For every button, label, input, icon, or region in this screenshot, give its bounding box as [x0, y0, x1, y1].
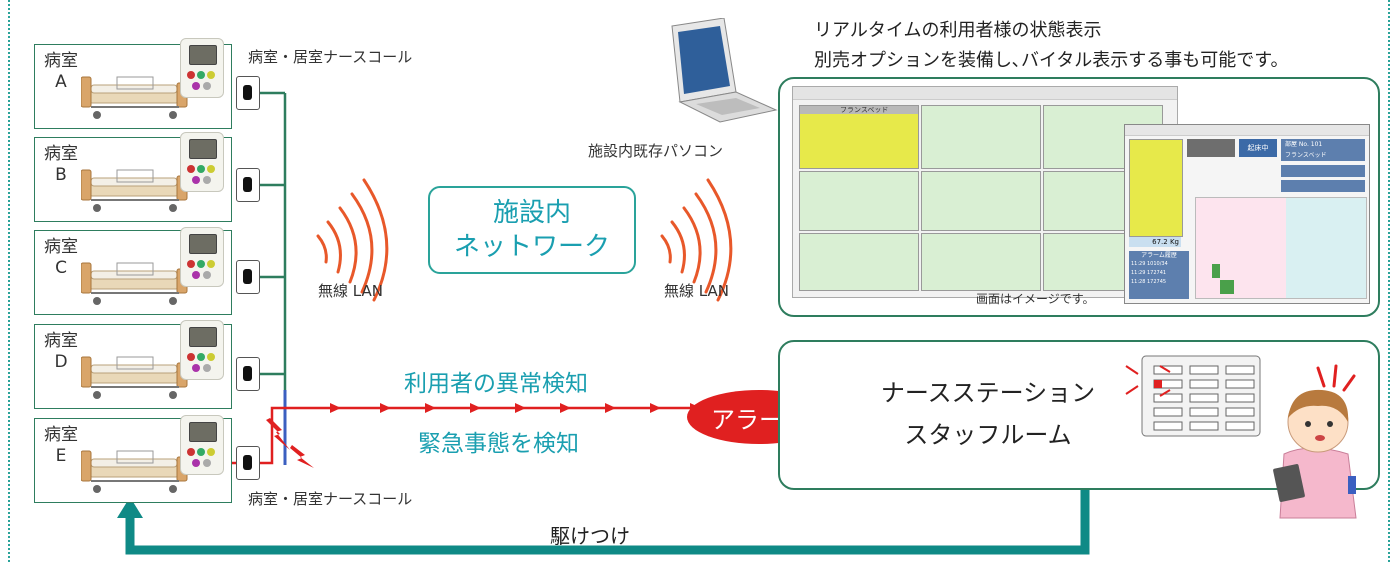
- room-label: 病室: [44, 237, 78, 257]
- monitor-window: フランスベッド: [792, 86, 1178, 298]
- rush-label: 駆けつけ: [550, 524, 630, 548]
- rush-arrow: [125, 490, 1090, 555]
- room-id: D: [54, 352, 68, 372]
- nurse-call-jack-icon: [236, 260, 260, 294]
- left-border: [8, 0, 10, 562]
- nurse-call-jack-icon: [236, 168, 260, 202]
- laptop-icon: [671, 18, 778, 123]
- room-label: 病室: [44, 51, 78, 71]
- detail-window: 67.2 Kg アラーム履歴 11:29 1010/34 11:29 17274…: [1124, 124, 1370, 304]
- alarm-time-3: 11:28 172745: [1131, 279, 1167, 285]
- room-label: 病室: [44, 144, 78, 164]
- nurse-call-label-top: 病室・居室ナースコール: [248, 48, 413, 66]
- weight-value: 67.2 Kg: [1129, 237, 1181, 247]
- bed-icon: [81, 169, 188, 212]
- network-line2: ネットワーク: [453, 232, 610, 262]
- bed-sensor-unit-icon: [180, 320, 226, 382]
- nurse-call-label-bottom: 病室・居室ナースコール: [248, 490, 413, 508]
- station-line1: ナースステーション: [880, 379, 1096, 407]
- bed-icon: [81, 76, 188, 119]
- brand-label: フランスベッド: [1285, 152, 1327, 159]
- detect-line1: 利用者の異常検知: [404, 371, 588, 397]
- pc-label: 施設内既存パソコン: [588, 142, 724, 160]
- detect-line2: 緊急事態を検知: [418, 431, 579, 457]
- window-title: フランスベッド: [800, 106, 918, 114]
- network-line1: 施設内: [492, 198, 571, 228]
- room-label: 病室: [44, 425, 78, 445]
- room-no-value: 101: [1310, 141, 1323, 148]
- nurse-call-jack-icon: [236, 76, 260, 110]
- bed-tile-alert: フランスベッド: [799, 105, 919, 169]
- nurse-icon: [1273, 364, 1357, 519]
- alarm-time-2: 11:29 172741: [1131, 270, 1167, 276]
- rush-arrowhead: [117, 497, 143, 518]
- nurse-station-panel: [778, 340, 1380, 490]
- room-id: A: [55, 72, 67, 92]
- alarm-history-title: アラーム履歴: [1141, 252, 1177, 259]
- wifi-left-icon: [316, 178, 389, 302]
- spark-icon: [266, 418, 290, 450]
- station-line2: スタッフルーム: [904, 421, 1072, 449]
- room-id: C: [55, 258, 67, 278]
- wireless-lan-label-right: 無線 LAN: [664, 282, 729, 300]
- room-no-label: 部屋 No.: [1285, 141, 1309, 148]
- bed-sensor-unit-icon: [180, 227, 226, 289]
- bed-sensor-unit-icon: [180, 38, 226, 100]
- headline-line2: 別売オプションを装備し､バイタル表示する事も可能です。: [814, 50, 1289, 71]
- call-display-panel-icon: [1125, 355, 1261, 437]
- screen-caption: 画面はイメージです。: [976, 292, 1095, 306]
- alert-line: [262, 406, 700, 465]
- bed-sensor-unit-icon: [180, 415, 226, 477]
- chart-grid: [1195, 197, 1367, 299]
- right-border: [1388, 0, 1390, 562]
- room-id: B: [55, 165, 67, 185]
- alarm-time-1: 11:29 1010/34: [1131, 261, 1168, 267]
- wifi-right-icon: [660, 178, 733, 302]
- headline-line1: リアルタイムの利用者様の状態表示: [814, 20, 1102, 41]
- bed-icon: [81, 356, 188, 399]
- nurse-call-jack-icon: [236, 357, 260, 391]
- bed-icon: [81, 450, 188, 493]
- status-badge: 起床中: [1239, 139, 1277, 157]
- facility-network-box: 施設内 ネットワーク: [428, 186, 636, 274]
- room-label: 病室: [44, 331, 78, 351]
- room-id: E: [55, 446, 67, 466]
- bed-icon: [81, 262, 188, 305]
- bed-sensor-unit-icon: [180, 132, 226, 194]
- nurse-call-jack-icon: [236, 446, 260, 480]
- wireless-lan-label-left: 無線 LAN: [318, 282, 383, 300]
